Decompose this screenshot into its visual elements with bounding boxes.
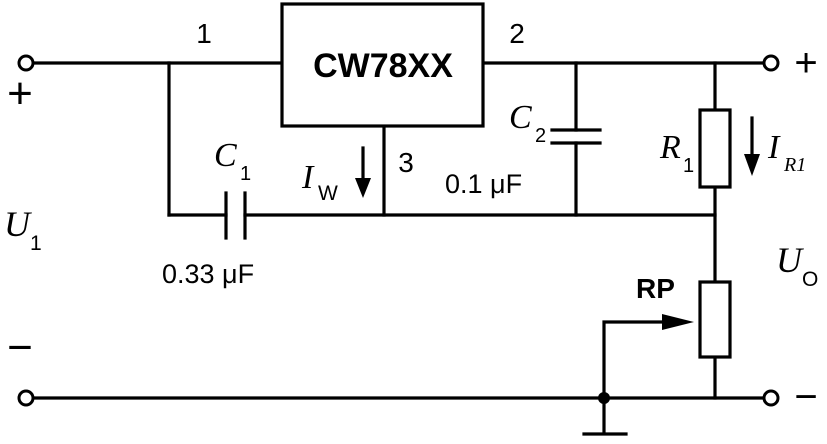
iw-arrow-icon [355,146,371,198]
output-plus-terminal [762,54,780,72]
r1-symbol: R [659,129,681,166]
pin-3-label: 3 [398,147,414,178]
iw-symbol: I [301,159,315,196]
ir1-subscript: R1 [783,154,806,176]
c2-symbol: C [509,99,532,136]
r1-resistor-icon [698,108,732,189]
rp-potentiometer-icon [698,280,732,359]
r1-subscript: 1 [683,155,694,177]
input-plus-terminal [17,54,35,72]
rp-wiper-wire [602,320,666,400]
c2-subscript: 2 [535,125,546,147]
c1-subscript: 1 [240,163,251,185]
input-plus-sign: + [7,69,33,118]
pin-1-label: 1 [196,18,212,49]
iw-subscript: W [318,182,338,205]
input-minus-terminal [17,389,35,407]
regulator-block [280,2,485,128]
u1-symbol: U [4,204,32,244]
output-minus-terminal [762,389,780,407]
c1-capacitor-icon [224,191,247,240]
rp-wiper-arrow-icon [662,314,694,330]
output-plus-sign: + [794,41,817,85]
regulator-label: CW78XX [313,47,453,85]
pin-2-label: 2 [509,18,525,49]
ir1-symbol: I [767,129,781,166]
uo-subscript: O [802,268,818,291]
c2-value: 0.1 μF [445,169,522,199]
u1-subscript: 1 [30,232,42,255]
uo-symbol: U [776,240,804,280]
c2-capacitor-icon [550,128,602,145]
rp-label: RP [636,273,675,304]
ir1-arrow-icon [744,116,760,176]
input-minus-sign: − [7,323,33,372]
junction-dot [598,392,610,404]
c1-value: 0.33 μF [162,259,254,289]
wires [24,61,766,434]
output-minus-sign: − [794,375,817,419]
c1-symbol: C [214,137,237,174]
